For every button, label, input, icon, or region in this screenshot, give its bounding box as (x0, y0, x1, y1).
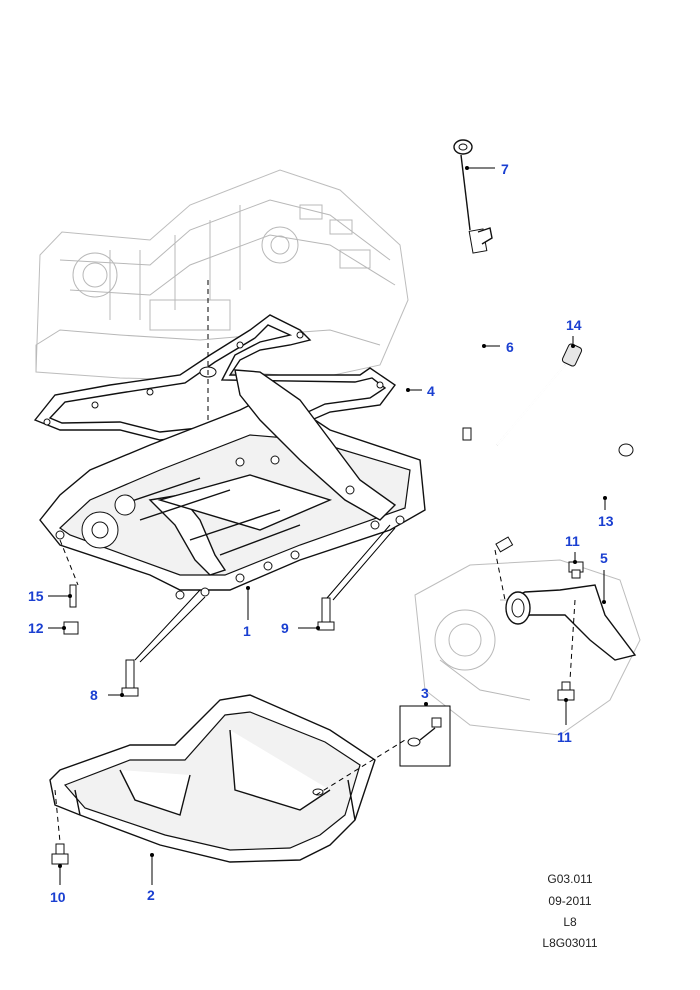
callout-leaders (48, 166, 607, 885)
oil-level-sensor-part-14 (496, 343, 583, 446)
callout-12: 12 (28, 620, 44, 636)
callout-11-lower: 11 (557, 729, 572, 745)
lower-oil-pan-part-2 (49, 694, 376, 863)
callout-8: 8 (90, 687, 98, 703)
callout-2: 2 (147, 887, 155, 903)
callout-14: 14 (566, 317, 582, 333)
assembly-lines (54, 280, 576, 843)
diagram-code: G03.011 (547, 872, 593, 886)
upper-oil-pan-part-1 (39, 369, 426, 600)
fastener-leaders (134, 524, 396, 663)
callout-7: 7 (501, 161, 509, 177)
diagram-date: 09-2011 (548, 894, 592, 908)
bolt-kit-inset-part-3 (399, 705, 451, 767)
callout-11-upper: 11 (565, 533, 580, 549)
callout-13: 13 (598, 513, 614, 529)
bolt-part-9 (317, 597, 335, 631)
oil-pickup-part-5 (505, 584, 637, 661)
nut-part-12 (63, 621, 79, 635)
callout-1: 1 (243, 623, 251, 639)
reference-code: L8G03011 (542, 936, 598, 950)
oil-pipe-part-13 (495, 443, 634, 553)
callout-5: 5 (600, 550, 608, 566)
dipstick-part-7 (453, 139, 473, 231)
callout-10: 10 (50, 889, 66, 905)
callout-4: 4 (427, 383, 435, 399)
callout-9: 9 (281, 620, 289, 636)
callout-labels: 1 2 3 4 5 6 7 8 9 10 11 11 12 13 14 15 (28, 161, 614, 905)
engine-block-outline (35, 169, 409, 381)
model-code: L8 (563, 915, 577, 929)
dipstick-tube-part-6 (462, 227, 493, 441)
bolt-part-8 (121, 659, 139, 697)
bolt-part-10 (51, 843, 69, 865)
callout-6: 6 (506, 339, 514, 355)
callout-15: 15 (28, 588, 44, 604)
callout-3: 3 (421, 685, 429, 701)
